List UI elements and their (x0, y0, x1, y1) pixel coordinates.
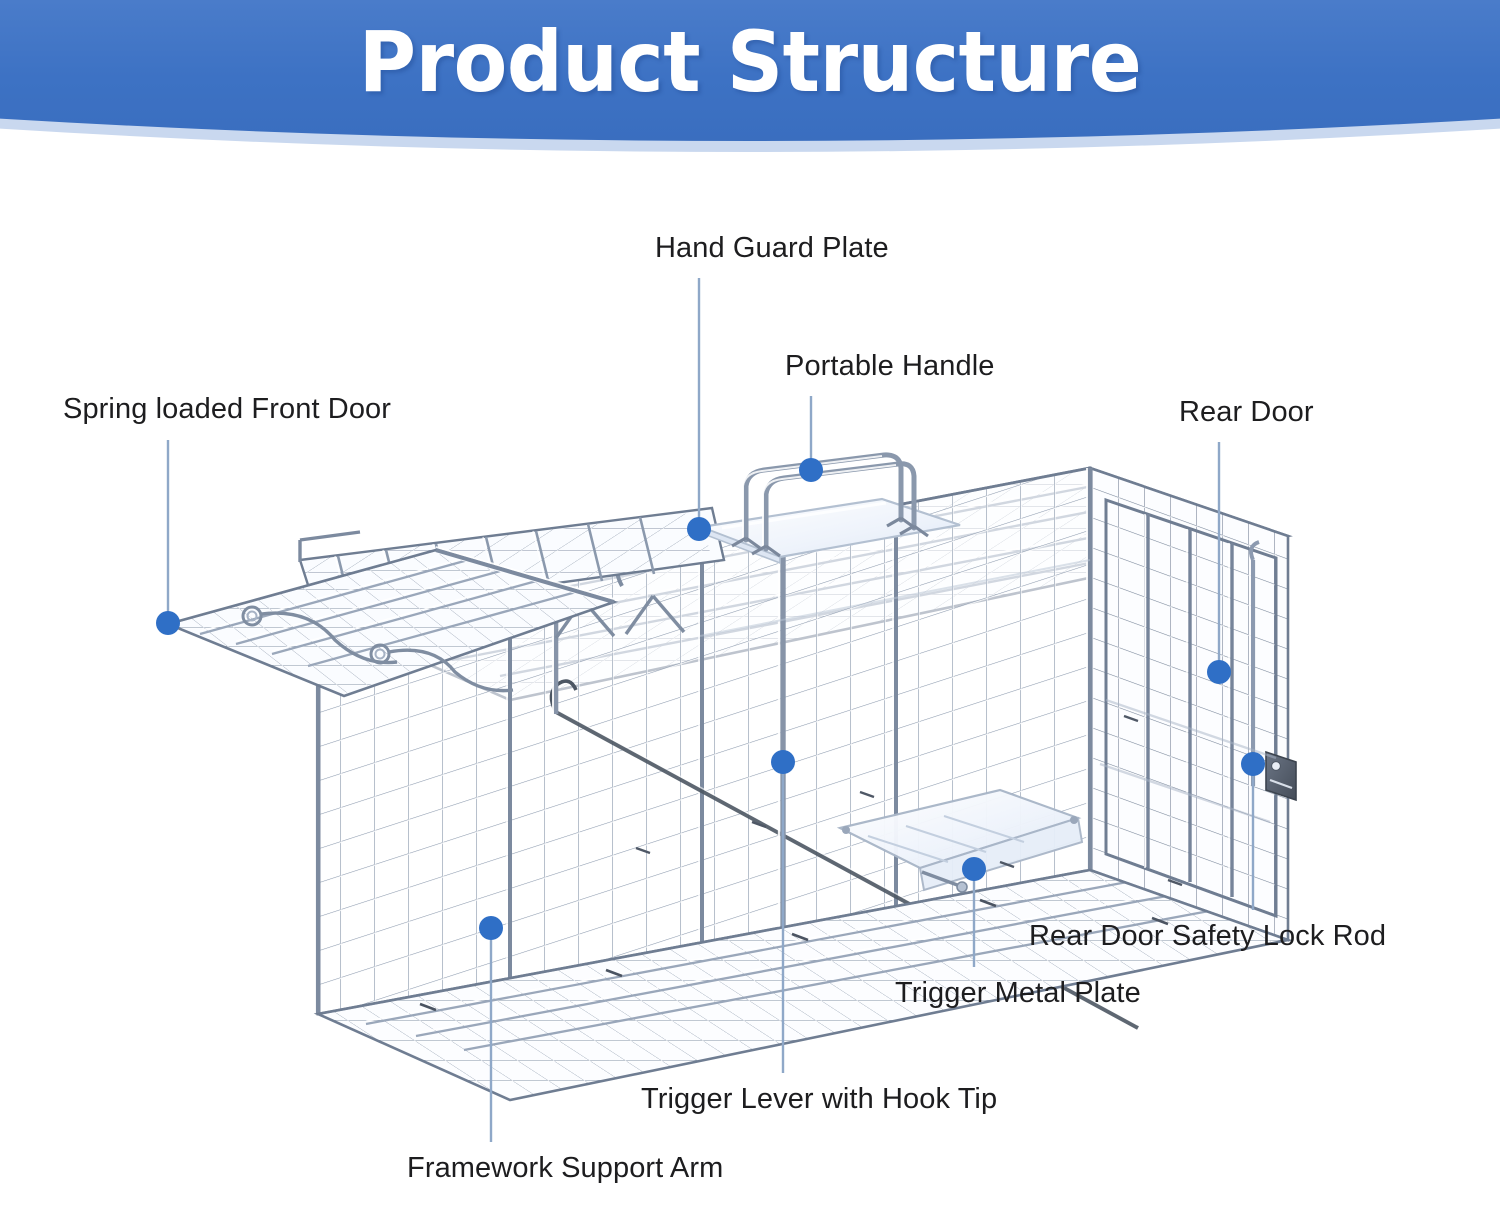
marker-rear-door (1207, 660, 1231, 684)
callout-leaders (156, 278, 1265, 1142)
marker-portable-handle (799, 458, 823, 482)
trap-cage-illustration (163, 452, 1297, 1102)
marker-trigger-lever-with-hook-tip (771, 750, 795, 774)
rear-door-safety-lock-plate[interactable] (1265, 750, 1297, 802)
trigger-metal-plate[interactable] (836, 788, 1084, 893)
banner-shape (0, 0, 1500, 141)
callout-label-framework-support-arm: Framework Support Arm (407, 1152, 724, 1184)
callout-label-hand-guard-plate: Hand Guard Plate (655, 232, 889, 264)
callout-label-rear-door: Rear Door (1179, 396, 1314, 428)
callout-label-rear-door-safety-lock-rod: Rear Door Safety Lock Rod (1029, 920, 1387, 952)
wall-fastener-clips (635, 714, 1183, 887)
marker-framework-support-arm (479, 916, 503, 940)
marker-rear-door-safety-lock-rod (1241, 752, 1265, 776)
cage-rear-end-wall (1088, 466, 1297, 942)
door-torsion-springs (241, 605, 514, 693)
marker-spring-loaded-front-door (156, 611, 180, 635)
portable-handle[interactable] (731, 452, 929, 558)
callout-label-portable-handle: Portable Handle (785, 350, 995, 382)
marker-trigger-metal-plate (962, 857, 986, 881)
bottom-fasteners (419, 898, 1169, 1012)
interior-wire-details (699, 559, 1277, 824)
callout-label-spring-loaded-front-door: Spring loaded Front Door (63, 393, 392, 425)
callout-label-trigger-lever-with-hook-tip: Trigger Lever with Hook Tip (641, 1083, 998, 1115)
marker-hand-guard-plate (687, 517, 711, 541)
callout-label-trigger-metal-plate: Trigger Metal Plate (895, 977, 1141, 1009)
handle-anchor-clips (731, 516, 929, 558)
